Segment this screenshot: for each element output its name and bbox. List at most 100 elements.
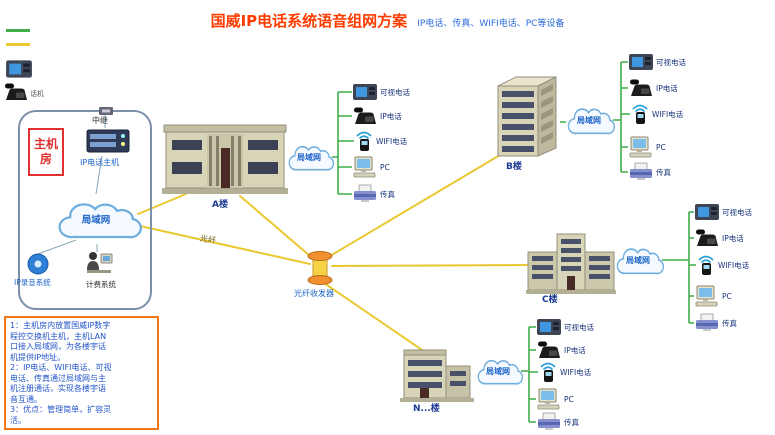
pc-icon — [695, 285, 718, 307]
device-label: IP电话 — [380, 111, 402, 121]
title-main: 国威IP电话系统语音组网方案 — [210, 12, 408, 30]
building-a-lan-label: 局域网 — [297, 152, 321, 162]
device-ip-phone: IP电话 — [536, 340, 586, 360]
building-n — [398, 340, 476, 406]
device-videophone: 可视电话 — [694, 202, 752, 222]
title-sub: IP电话、传真、WIFI电话、PC等设备 — [417, 19, 565, 29]
device-label: 可视电话 — [656, 57, 686, 67]
device-label: 可视电话 — [564, 322, 594, 332]
ip-pbx-host-icon — [86, 127, 130, 159]
device-label: IP电话 — [564, 345, 586, 355]
building-b — [488, 70, 564, 164]
recording-system-label: IP录音系统 — [14, 278, 51, 287]
cloud-shape — [616, 248, 664, 275]
building-b-lan-label: 局域网 — [577, 115, 601, 125]
device-fax: 传真 — [694, 313, 737, 333]
device-label: WIFI电话 — [718, 260, 750, 270]
device-label: IP电话 — [656, 83, 678, 93]
machine-room-title-line1: 主机 — [33, 137, 58, 151]
building-c — [526, 232, 616, 298]
notes-box: 1：主机房内放置国威IP数字 程控交换机主机，主机LAN 口接入局域网，为各楼宇… — [4, 316, 159, 430]
fiber-transceiver-icon — [306, 250, 334, 290]
device-videophone: 可视电话 — [628, 52, 686, 72]
device-fax: 传真 — [352, 184, 395, 204]
trunk-label: 中继 — [92, 116, 108, 125]
notes-text: 1：主机房内放置国威IP数字 程控交换机主机，主机LAN 口接入局域网，为各楼宇… — [10, 321, 112, 425]
building-b-lan-cloud: 局域网 — [563, 100, 615, 140]
device-label: 传真 — [564, 417, 579, 427]
device-label: PC — [564, 394, 574, 404]
cloud-shape — [477, 359, 523, 385]
device-wifi-phone: WIFI电话 — [630, 103, 683, 125]
legend-videophone-icon — [5, 58, 33, 84]
ip-phone-icon — [696, 229, 718, 246]
device-fax: 传真 — [628, 162, 671, 182]
building-a-lan-cloud: 局域网 — [284, 138, 334, 176]
billing-system-icon — [84, 246, 114, 280]
page-title: 国威IP电话系统语音组网方案 IP电话、传真、WIFI电话、PC等设备 — [0, 10, 775, 31]
device-wifi-phone: WIFI电话 — [696, 254, 749, 276]
videophone-icon — [353, 84, 377, 100]
device-videophone: 可视电话 — [352, 82, 410, 102]
trunk-icon — [98, 102, 114, 121]
building-a-label: A楼 — [212, 200, 228, 210]
device-label: 传真 — [380, 189, 395, 199]
wifi-phone-icon — [698, 255, 714, 276]
pc-icon — [537, 388, 560, 410]
wifi-phone-icon — [632, 104, 648, 125]
building-c-lan-cloud: 局域网 — [612, 240, 664, 280]
building-a — [160, 118, 290, 200]
fiber-transceiver-label: 光纤收发器 — [294, 289, 334, 298]
device-label: PC — [380, 162, 390, 172]
building-c-lan-label: 局域网 — [626, 255, 650, 265]
machine-room-box — [18, 110, 152, 310]
building-n-lan-label: 局域网 — [486, 366, 510, 376]
billing-system-label: 计费系统 — [86, 280, 116, 289]
lan-lines — [332, 61, 696, 423]
device-ip-phone: IP电话 — [628, 78, 678, 98]
building-b-label: B楼 — [506, 162, 522, 172]
device-videophone: 可视电话 — [536, 317, 594, 337]
recording-system-icon — [26, 252, 50, 280]
videophone-icon — [695, 204, 719, 220]
device-label: 可视电话 — [722, 207, 752, 217]
device-label: IP电话 — [722, 233, 744, 243]
pc-icon — [353, 156, 376, 178]
wifi-phone-icon — [540, 362, 556, 383]
cloud-shape — [288, 145, 334, 171]
ip-phone-icon — [354, 107, 376, 124]
pc-icon — [629, 136, 652, 158]
legend-lan-line — [6, 29, 30, 32]
cloud-shape — [567, 108, 615, 135]
device-label: WIFI电话 — [560, 367, 592, 377]
videophone-icon — [629, 54, 653, 70]
ip-phone-icon — [630, 79, 652, 96]
device-pc: PC — [352, 156, 390, 178]
fax-icon — [353, 184, 377, 203]
device-label: WIFI电话 — [652, 109, 684, 119]
ip-pbx-host-label: IP电话主机 — [80, 158, 120, 167]
machine-room-internal-lines — [37, 114, 106, 255]
legend-fiber-line — [6, 43, 30, 46]
machine-room-title-line2: 房 — [39, 152, 52, 166]
legend-phone-icon — [3, 82, 29, 106]
fax-icon — [695, 313, 719, 332]
fax-icon — [537, 412, 561, 431]
machine-room-lan-cloud: 局域网 — [50, 192, 142, 246]
device-label: PC — [656, 142, 666, 152]
videophone-icon — [537, 319, 561, 335]
building-n-lan-cloud: 局域网 — [473, 352, 523, 390]
device-label: 传真 — [722, 318, 737, 328]
device-ip-phone: IP电话 — [694, 228, 744, 248]
fiber-lines — [137, 154, 529, 355]
wifi-phone-icon — [356, 131, 372, 152]
ip-phone-icon — [538, 341, 560, 358]
device-fax: 传真 — [536, 412, 579, 432]
device-pc: PC — [628, 136, 666, 158]
device-wifi-phone: WIFI电话 — [354, 130, 407, 152]
fax-icon — [629, 162, 653, 181]
legend-phone-label: 话机 — [30, 90, 44, 98]
device-pc: PC — [694, 285, 732, 307]
